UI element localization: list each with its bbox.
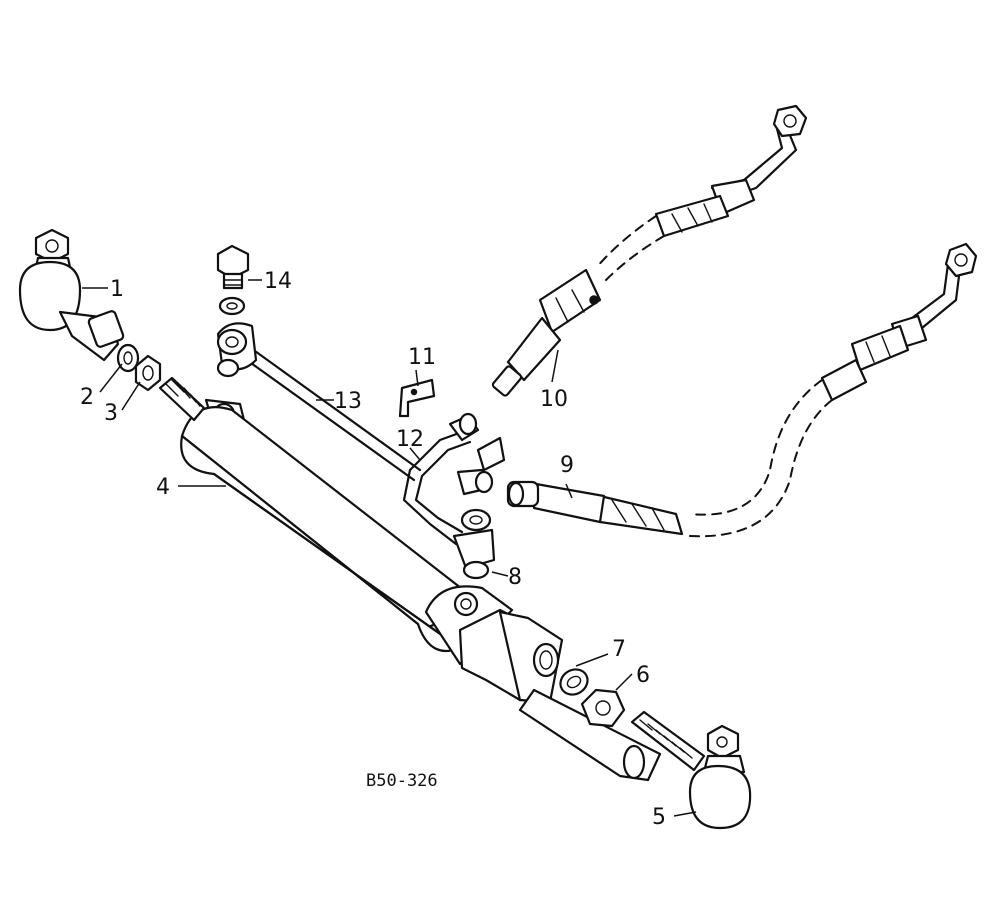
callout-7: 7 xyxy=(612,637,626,662)
drawing-reference-code: B50-326 xyxy=(366,771,438,791)
washer-2 xyxy=(116,343,140,373)
hose-9 xyxy=(506,242,978,538)
washer-7 xyxy=(559,668,589,696)
callout-4: 4 xyxy=(156,475,170,500)
hose-9-end-nut xyxy=(944,242,978,278)
steering-cylinder-4 xyxy=(180,398,662,782)
callout-11: 11 xyxy=(408,345,436,370)
callout-6: 6 xyxy=(636,663,650,688)
callout-14: 14 xyxy=(264,269,292,294)
callout-9: 9 xyxy=(560,453,574,478)
callout-2: 2 xyxy=(80,385,94,410)
tie-rod-end-1 xyxy=(18,228,125,362)
banjo-fitting-8 xyxy=(452,508,496,580)
tie-rod-end-5 xyxy=(688,724,752,830)
hose-10-end-nut xyxy=(772,104,808,138)
threaded-rod-left xyxy=(158,376,206,422)
callout-10: 10 xyxy=(540,387,568,412)
nut-6 xyxy=(580,688,626,728)
pipe-13 xyxy=(216,322,422,482)
leader-lines xyxy=(82,279,697,817)
callout-13: 13 xyxy=(334,389,362,414)
threaded-rod-right xyxy=(630,710,706,772)
callout-labels: 1 2 3 4 5 6 7 8 9 10 11 12 13 14 xyxy=(80,269,666,830)
pipe-12 xyxy=(402,412,506,546)
callout-3: 3 xyxy=(104,401,118,426)
hose-10 xyxy=(491,104,808,397)
callout-8: 8 xyxy=(508,565,522,590)
callout-12: 12 xyxy=(396,427,424,452)
callout-5: 5 xyxy=(652,805,666,830)
nut-3 xyxy=(134,354,162,392)
callout-1: 1 xyxy=(110,277,124,302)
banjo-bolt-14 xyxy=(216,244,250,316)
bracket-11 xyxy=(398,378,436,418)
